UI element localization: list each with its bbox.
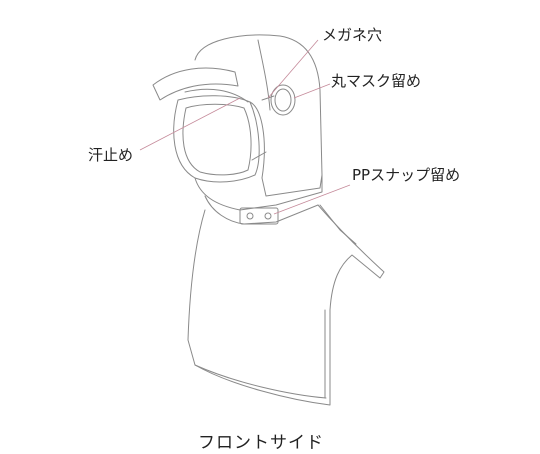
hood-side	[249, 101, 323, 197]
label-glasses-hole: メガネ穴	[322, 26, 383, 44]
cape-hem	[194, 364, 327, 399]
leader-glasses-hole	[267, 39, 319, 99]
neck-band	[194, 174, 323, 211]
cap-seam	[257, 39, 271, 111]
side-crease	[251, 151, 267, 161]
snap-tab	[239, 207, 279, 225]
leader-pp-snap	[273, 184, 351, 215]
cap-brim	[152, 67, 239, 101]
brim-underside	[184, 88, 249, 103]
cap-crown-outline	[194, 34, 323, 176]
neck-band-lower	[204, 195, 319, 225]
sweat-band	[182, 103, 252, 176]
cape-fold	[319, 204, 357, 245]
snap-button-1	[246, 212, 254, 220]
leader-sweat-stop	[139, 97, 241, 151]
caption-front-side: フロントサイド	[198, 433, 324, 453]
round-mask-fastener-inner	[274, 88, 292, 112]
leader-round-mask-fastener	[293, 83, 331, 99]
snap-button-2	[264, 212, 272, 220]
face-opening	[173, 95, 260, 183]
label-round-mask-fastener: 丸マスク留め	[331, 72, 422, 90]
cape-outline	[187, 204, 385, 406]
label-pp-snap-fastener: PPスナップ留め	[352, 166, 461, 184]
label-sweat-stop: 汗止め	[88, 146, 134, 164]
round-mask-fastener-ring	[270, 84, 296, 116]
